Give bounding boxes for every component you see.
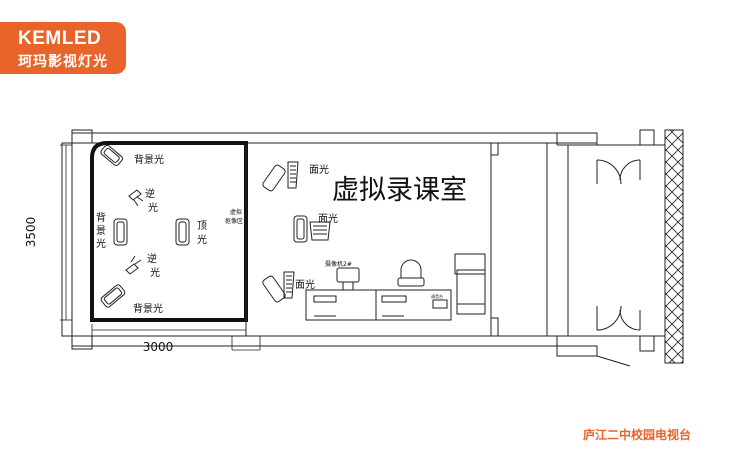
light-label-reverse-bottom-2: 光 [150,266,160,279]
brand-subtitle: 珂玛影视灯光 [18,54,108,70]
outer-walls [61,129,655,357]
camera [336,267,360,290]
light-face-1 [262,161,299,192]
dimension-lines [60,144,261,351]
hatched-wall [654,129,684,364]
virtual-chroma-area [90,141,248,336]
light-label-reverse-top-2: 光 [148,201,158,214]
height-dimension: 3500 [24,217,38,248]
camera-label: 摄像机2# [325,260,352,268]
width-dimension: 3000 [143,340,174,354]
light-label-face-2: 面光 [318,212,338,225]
light-label-reverse-top-1: 逆 [145,187,155,200]
light-face-2 [293,215,331,243]
light-label-face-3: 面光 [295,278,315,291]
footer-caption: 庐江二中校园电视台 [583,428,692,442]
room-title: 虚拟录课室 [332,175,467,206]
light-label-back-bottom: 背景光 [133,302,163,315]
light-face-3 [262,271,295,303]
light-label-back-top: 背景光 [134,153,164,166]
brand-logo: KEMLED 珂玛影视灯光 [0,22,126,74]
light-reverse-bottom [125,255,142,275]
desk-small-label: 调音台 [431,293,443,299]
light-label-back-left-3: 光 [96,237,106,250]
light-back-top [100,144,123,166]
desks [305,289,452,321]
light-back-left [113,218,128,246]
virtual-zone-label-2: 抠像区 [225,217,243,225]
light-label-top-2: 光 [197,233,207,246]
light-label-back-left-2: 景 [96,225,106,237]
light-label-face-1: 面光 [309,163,329,176]
brand-name: KEMLED [18,28,102,49]
light-label-back-left-1: 背 [96,211,106,224]
light-label-reverse-bottom-1: 逆 [147,252,157,265]
doors [596,159,641,367]
chair [397,259,425,287]
virtual-zone-label: 虚拟 [230,208,242,216]
light-reverse-top [128,189,144,207]
light-top [175,218,190,246]
cabinet [454,253,486,315]
light-label-top-1: 顶 [197,220,207,232]
light-back-bottom [100,284,126,308]
